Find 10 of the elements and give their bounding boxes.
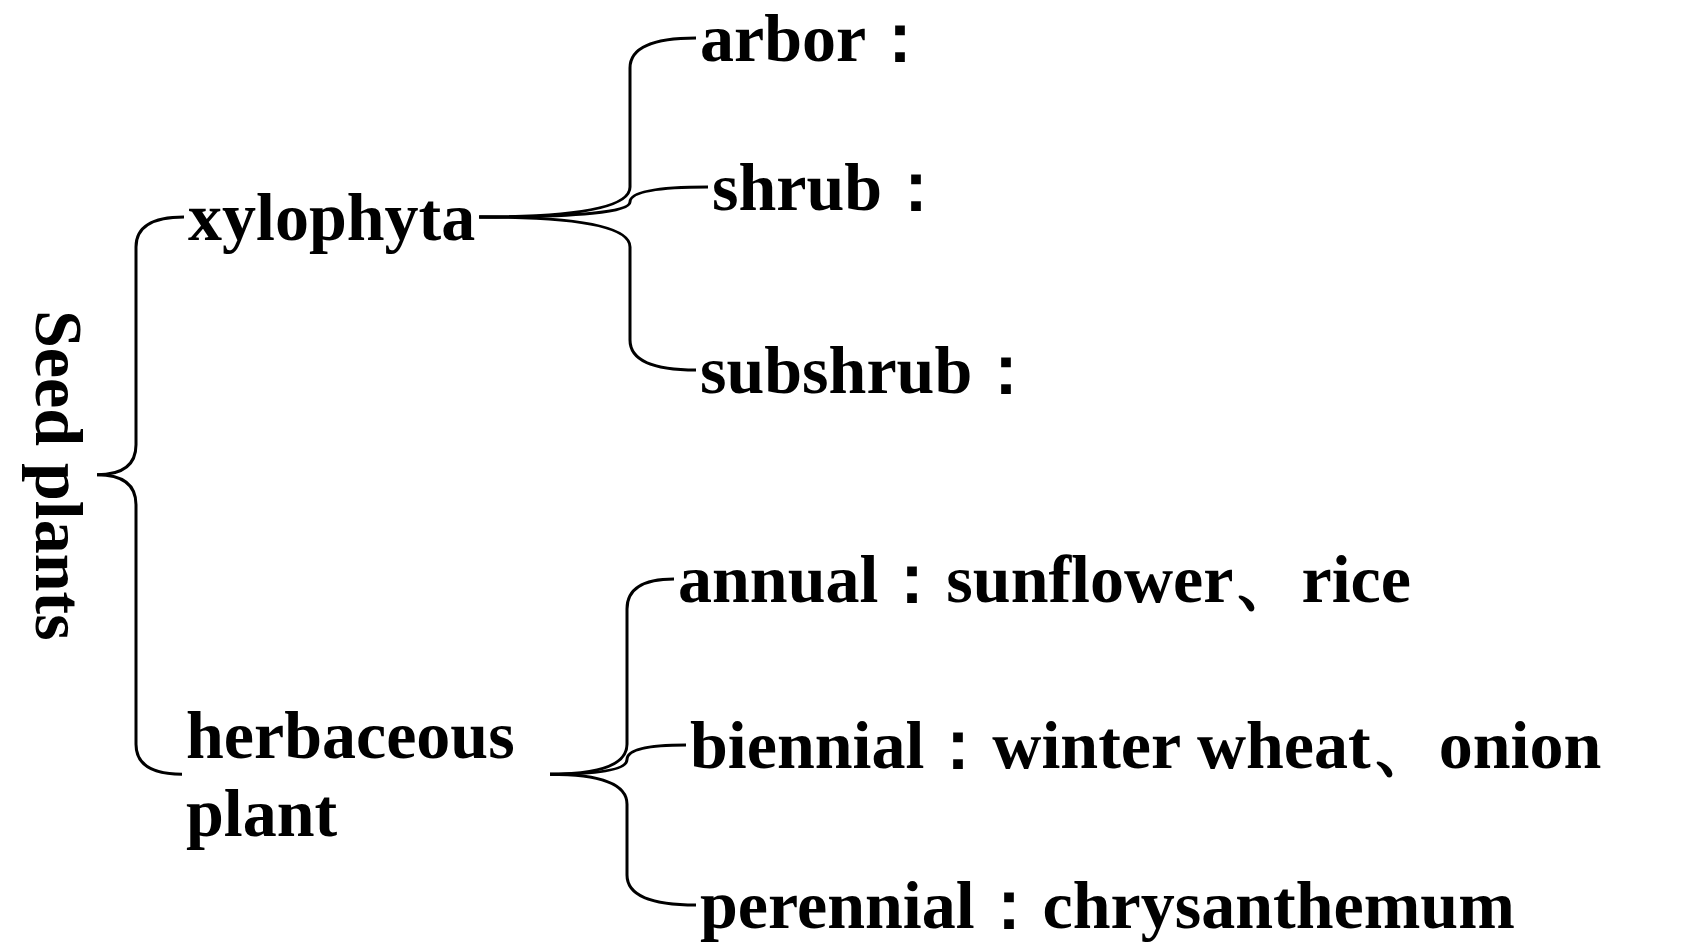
subcategory-label: arbor： xyxy=(700,4,935,72)
brace-line xyxy=(549,772,697,907)
subcategory-label: biennial：winter wheat、onion xyxy=(690,711,1602,779)
brace-line xyxy=(479,215,697,372)
subcategory-label: subshrub： xyxy=(700,336,1041,404)
brace-line xyxy=(479,185,708,219)
brace-line xyxy=(96,473,183,776)
category-label: herbaceous plant xyxy=(186,696,546,853)
subcategory-label: shrub： xyxy=(712,153,951,221)
subcategory-label: annual：sunflower、rice xyxy=(678,545,1411,613)
